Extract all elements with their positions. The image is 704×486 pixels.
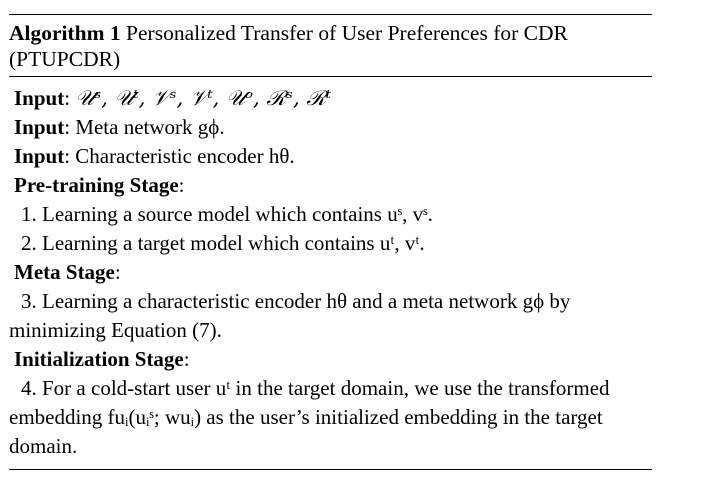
algorithm-title: Personalized Transfer of User Preference…: [9, 21, 568, 71]
algorithm-box: Algorithm 1 Personalized Transfer of Use…: [9, 14, 652, 470]
caption-rule: [9, 76, 652, 77]
top-rule: [9, 14, 652, 15]
algorithm-body: Input: 𝒰ˢ, 𝒰ᵗ, 𝒱ˢ, 𝒱ᵗ, 𝒰ᵒ, ℛˢ, ℛᵗ Input:…: [9, 77, 652, 461]
step-3: 3. Learning a characteristic encoder hθ …: [9, 289, 571, 342]
step-4: 4. For a cold-start user uᵗ in the targe…: [9, 376, 610, 458]
input-line-2: Input: Meta network gϕ.: [14, 115, 225, 139]
input-keyword: Input: [14, 144, 65, 168]
input-line-3: Input: Characteristic encoder hθ.: [14, 144, 295, 168]
step-1: 1. Learning a source model which contain…: [21, 202, 433, 226]
stage-initialization-title: Initialization Stage:: [14, 347, 190, 371]
algorithm-caption: Algorithm 1 Personalized Transfer of Use…: [9, 15, 652, 72]
bottom-rule: [9, 469, 652, 470]
step-2: 2. Learning a target model which contain…: [21, 231, 425, 255]
input-encoder: Characteristic encoder hθ.: [75, 144, 295, 168]
stage-pretraining-title: Pre-training Stage:: [14, 173, 185, 197]
algorithm-label: Algorithm 1: [9, 21, 121, 45]
input-sets: 𝒰ˢ, 𝒰ᵗ, 𝒱ˢ, 𝒱ᵗ, 𝒰ᵒ, ℛˢ, ℛᵗ: [75, 86, 332, 110]
input-meta-network: Meta network gϕ.: [75, 115, 225, 139]
stage-meta-title: Meta Stage:: [14, 260, 121, 284]
input-line-1: Input: 𝒰ˢ, 𝒰ᵗ, 𝒱ˢ, 𝒱ᵗ, 𝒰ᵒ, ℛˢ, ℛᵗ: [14, 86, 332, 110]
input-keyword: Input: [14, 86, 65, 110]
input-keyword: Input: [14, 115, 65, 139]
